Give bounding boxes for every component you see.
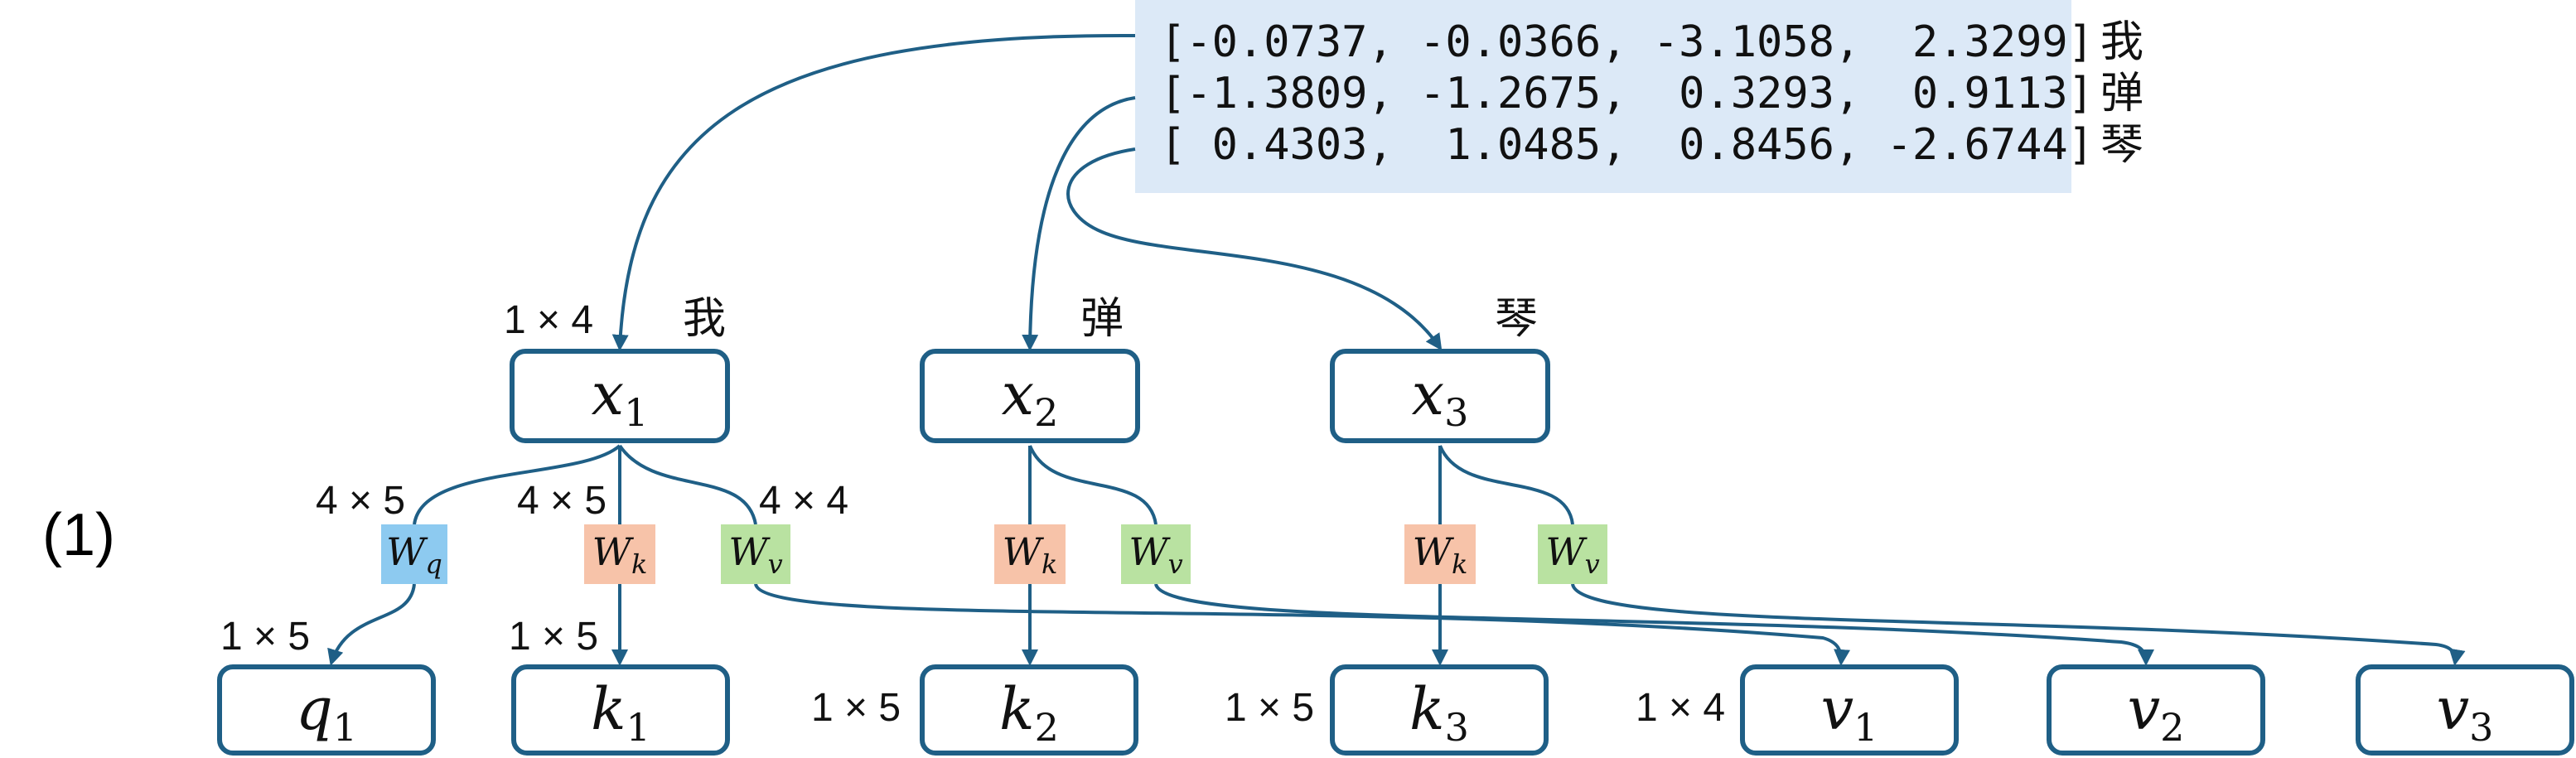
weight-wv-label: Wv — [1545, 529, 1599, 580]
weight-wv-x1: Wv 4 × 4 — [721, 479, 848, 584]
output-k1-dimension: 1 × 5 — [509, 615, 598, 659]
matrix-row-char: 我 — [2100, 18, 2143, 66]
output-k2-dimension: 1 × 5 — [811, 686, 901, 730]
input-x1-char: 我 — [683, 295, 726, 343]
input-x1-label: x1 — [592, 360, 649, 435]
output-k2-label: k2 — [999, 675, 1059, 750]
weight-wq-dimension: 4 × 5 — [316, 479, 405, 523]
output-k3-dimension: 1 × 5 — [1225, 686, 1314, 730]
weight-wk-label: Wk — [592, 529, 648, 580]
weight-wv-x2: Wv — [1121, 524, 1191, 584]
output-node-v3: v3 — [2356, 664, 2574, 756]
arrow-row2-to-x2 — [1022, 96, 1136, 351]
weight-wk-x3: Wk — [1404, 524, 1476, 584]
line-x1-to-wv — [618, 444, 757, 525]
embedding-matrix: [-0.0737, -0.0366, -3.1058, 2.3299] [-1.… — [1135, 0, 2143, 193]
weight-wv-x3: Wv — [1538, 524, 1607, 584]
arrow-wv-to-v1 — [754, 583, 1851, 666]
arrow-wq-to-q1 — [327, 583, 416, 666]
weight-wk-label: Wk — [1003, 529, 1058, 580]
input-node-x1: x1 我 1 × 4 — [504, 295, 730, 443]
weight-wk-dimension: 4 × 5 — [517, 479, 607, 523]
weight-wk-label: Wk — [1413, 529, 1468, 580]
weight-matrices: Wq 4 × 5 Wk 4 × 5 Wv 4 × 4 Wk Wv Wk Wv — [316, 479, 1607, 584]
arrow-row3-to-x3 — [1066, 147, 1443, 351]
matrix-row: [-1.3809, -1.2675, 0.3293, 0.9113] — [1160, 69, 2094, 118]
output-k1-label: k1 — [591, 675, 650, 750]
matrix-background — [1135, 0, 2071, 193]
step-label: (1) — [42, 502, 115, 568]
arrow-wv-to-v3 — [1571, 583, 2466, 666]
matrix-row-char: 琴 — [2100, 121, 2143, 169]
line-x1-to-wq — [413, 444, 621, 525]
output-v3-label: v3 — [2437, 675, 2494, 750]
input-x3-char: 琴 — [1495, 295, 1538, 343]
output-v1-label: v1 — [1821, 675, 1878, 750]
input-x3-label: x3 — [1412, 360, 1469, 435]
output-nodes: q1 1 × 5 k1 1 × 5 k2 1 × 5 k3 1 × 5 v1 1… — [217, 615, 2574, 756]
input-x2-char: 弹 — [1080, 295, 1124, 343]
output-node-k2: k2 1 × 5 — [811, 664, 1138, 756]
output-node-q1: q1 1 × 5 — [217, 615, 436, 756]
weight-wv-label: Wv — [1129, 529, 1182, 580]
input-node-x3: x3 琴 — [1330, 295, 1550, 443]
output-node-k3: k3 1 × 5 — [1225, 664, 1549, 756]
output-q1-dimension: 1 × 5 — [220, 615, 310, 659]
input-x1-dimension: 1 × 4 — [504, 298, 593, 342]
input-x2-label: x2 — [1002, 360, 1059, 435]
weight-wv-dimension: 4 × 4 — [759, 479, 848, 523]
output-node-v2: v2 — [2047, 664, 2265, 756]
arrow-row1-to-x1 — [611, 33, 1136, 351]
output-node-k1: k1 1 × 5 — [509, 615, 730, 756]
weight-wk-x1: Wk 4 × 5 — [517, 479, 655, 584]
matrix-row: [ 0.4303, 1.0485, 0.8456, -2.6744] — [1160, 120, 2094, 170]
matrix-row-char: 弹 — [2100, 70, 2143, 118]
line-x3-to-wv — [1438, 445, 1574, 525]
output-v2-label: v2 — [2128, 675, 2185, 750]
arrow-wv-to-v2 — [1154, 583, 2154, 666]
weight-wq-x1: Wq 4 × 5 — [316, 479, 447, 584]
output-node-v1: v1 1 × 4 — [1636, 664, 1959, 756]
output-q1-label: q1 — [296, 675, 357, 750]
weight-wq-label: Wq — [386, 529, 442, 580]
matrix-row: [-0.0737, -0.0366, -3.1058, 2.3299] — [1160, 17, 2094, 67]
output-k3-label: k3 — [1409, 675, 1469, 750]
input-nodes: x1 我 1 × 4 x2 弹 x3 琴 — [504, 295, 1550, 443]
line-x2-to-wv — [1028, 445, 1158, 525]
output-v1-dimension: 1 × 4 — [1636, 686, 1725, 730]
weight-wv-label: Wv — [728, 529, 782, 580]
connectors — [327, 33, 2466, 666]
input-node-x2: x2 弹 — [920, 295, 1140, 443]
weight-wk-x2: Wk — [994, 524, 1066, 584]
